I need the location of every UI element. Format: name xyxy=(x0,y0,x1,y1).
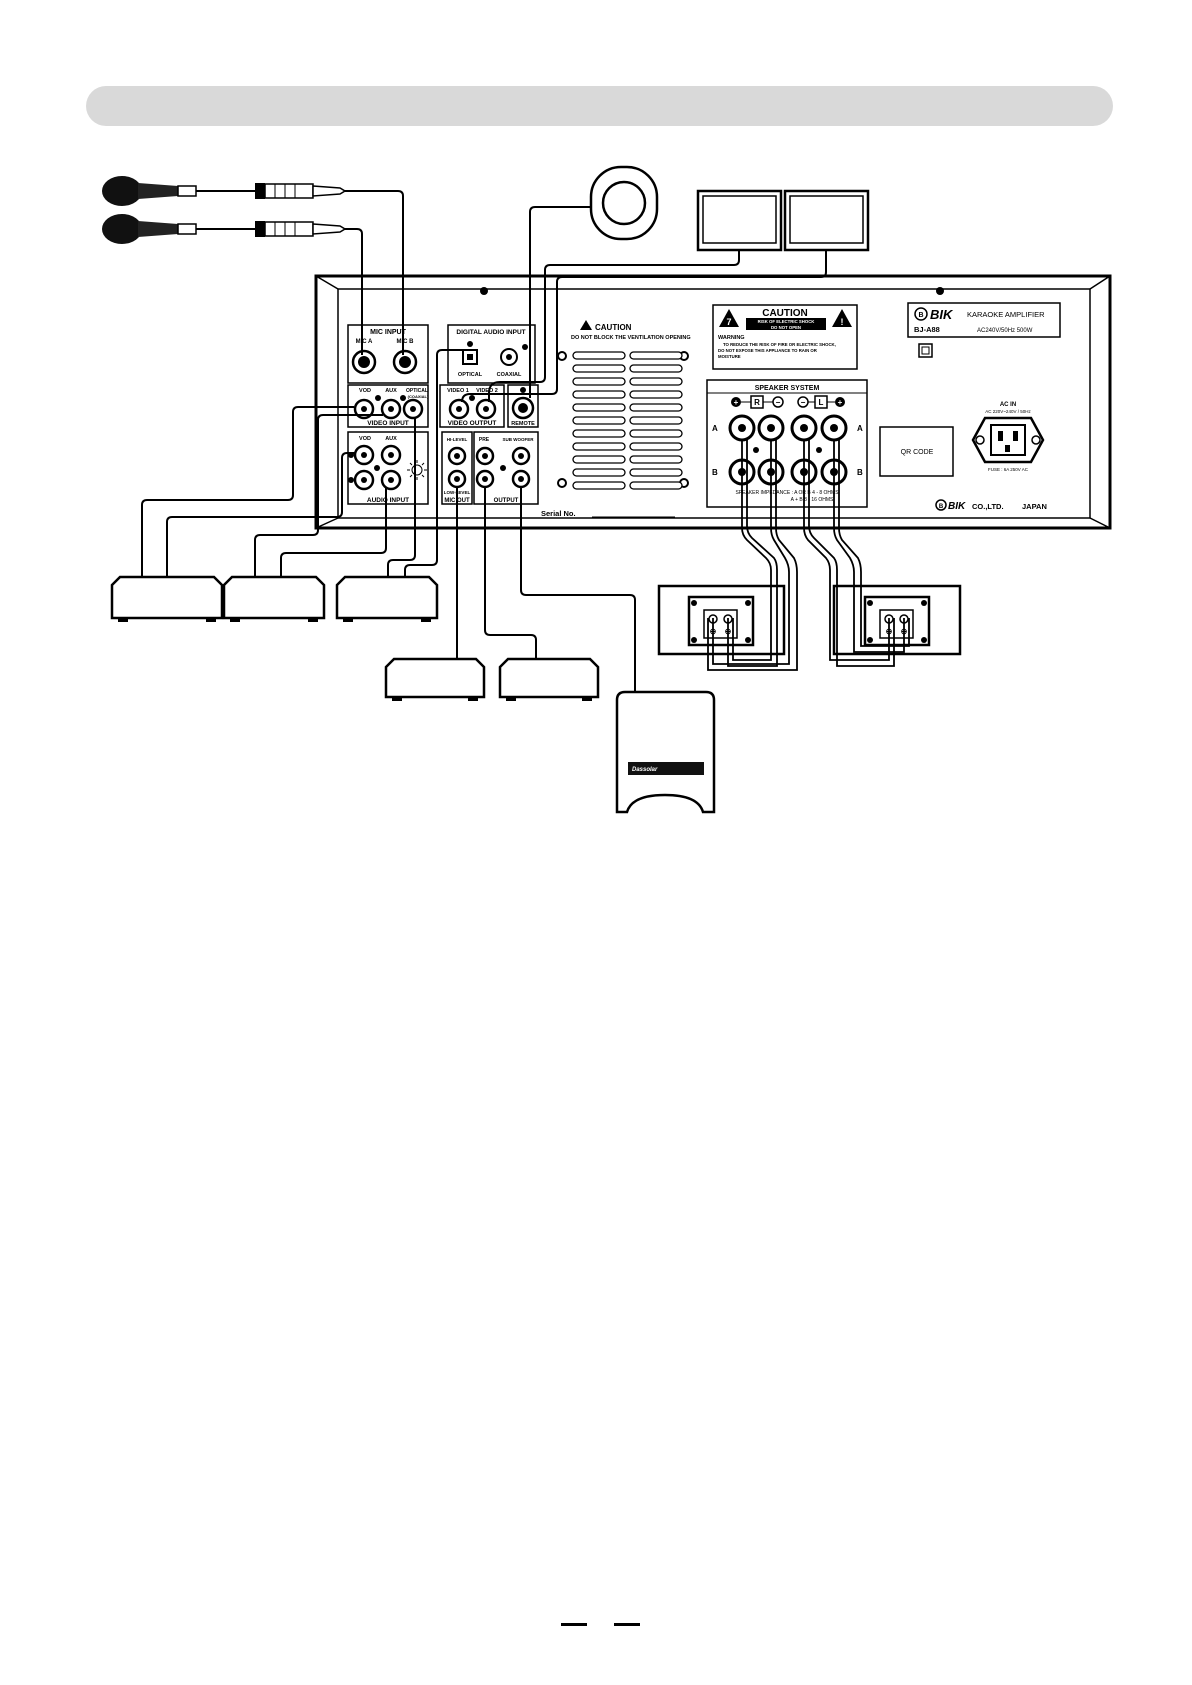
speaker-right-cabinet: ⊖ ⊕ xyxy=(832,584,962,656)
company-brand: BIK xyxy=(948,501,966,512)
qr-code-box xyxy=(879,426,954,477)
impedance-line2: A + B 8 - 16 OHMS xyxy=(791,497,834,503)
caution-label-line1: RISK OF ELECTRIC SHOCK xyxy=(758,319,816,324)
company-suffix: CO.,LTD. xyxy=(972,502,1004,511)
hi-level-label: HI-LEVEL xyxy=(447,437,468,442)
impedance-line1: SPEAKER IMPEDANCE : A OR B 4 - 8 OHMS xyxy=(735,490,839,496)
brand-logo-icon: B xyxy=(914,307,928,321)
svg-text:7: 7 xyxy=(726,317,731,327)
pre-label: PRE xyxy=(479,437,490,443)
mic-b-label: MIC B xyxy=(397,339,415,345)
monitor-1 xyxy=(696,189,783,252)
speaker-wires xyxy=(707,440,910,671)
warning-line2: DO NOT EXPOSE THIS APPLIANCE TO RAIN OR xyxy=(718,348,818,353)
sun-icon xyxy=(407,460,427,480)
svg-text:+: + xyxy=(734,398,739,407)
source-device-3 xyxy=(335,575,439,622)
ventilation-area: CAUTION DO NOT BLOCK THE VENTILATION OPE… xyxy=(541,320,691,518)
receiver-device-2 xyxy=(498,657,600,701)
speaker-system-section: SPEAKER SYSTEM + − − + R L A A B B xyxy=(706,379,868,508)
mic-input-section: MIC INPUT MIC A MIC B xyxy=(347,324,429,384)
warning-title: WARNING xyxy=(718,335,745,341)
video-optical-label: OPTICAL xyxy=(406,388,428,394)
product-name: KARAOKE AMPLIFIER xyxy=(967,310,1045,319)
company-country: JAPAN xyxy=(1022,502,1047,511)
video-coaxial-label: (COAXIAL) xyxy=(408,394,429,399)
digital-audio-input-section: DIGITAL AUDIO INPUT OPTICAL COAXIAL xyxy=(447,324,536,384)
warning-line1: TO REDUCE THE RISK OF FIRE OR ELECTRIC S… xyxy=(723,342,836,347)
coaxial-label: COAXIAL xyxy=(497,372,522,378)
row-a-left-label: A xyxy=(712,424,718,433)
audio-vod-label: VOD xyxy=(359,436,371,442)
receiver-device-1 xyxy=(384,657,486,701)
remote-label: REMOTE xyxy=(511,421,535,427)
caution-label-line2: DO NOT OPEN xyxy=(771,325,801,330)
video-2-label: VIDEO 2 xyxy=(476,388,498,394)
output-section: PRE SUB WOOFER OUTPUT xyxy=(473,431,539,505)
row-a-right-label: A xyxy=(857,424,863,433)
power-rating: AC240V/50Hz 500W xyxy=(977,328,1033,334)
mic-input-label: MIC INPUT xyxy=(370,329,407,336)
vent-caution-text: DO NOT BLOCK THE VENTILATION OPENING xyxy=(571,335,691,341)
audio-input-label: AUDIO INPUT xyxy=(367,497,409,504)
speaker-r-label: R xyxy=(754,398,760,407)
fuse-label: FUSE : 6A 250V AC xyxy=(988,467,1029,472)
caution-label-title: CAUTION xyxy=(762,308,808,319)
brand-name: BIK xyxy=(930,307,954,322)
video-aux-label: AUX xyxy=(385,388,397,394)
brand-model-label: B BIK KARAOKE AMPLIFIER BJ-A88 AC240V/50… xyxy=(907,302,1061,338)
cables xyxy=(141,190,827,692)
svg-text:!: ! xyxy=(841,317,844,327)
subwoofer-label: SUB WOOFER xyxy=(503,437,535,442)
video-input-label: VIDEO INPUT xyxy=(367,420,409,427)
ac-in-range: AC 220V~240V / 50Hz xyxy=(985,409,1031,414)
subwoofer-unit: Dassolar xyxy=(615,690,716,814)
svg-text:−: − xyxy=(776,398,781,407)
company-footer: B BIK CO.,LTD. JAPAN xyxy=(935,499,1047,512)
svg-text:B: B xyxy=(918,312,923,319)
output-label: OUTPUT xyxy=(494,498,519,504)
serial-no-label: Serial No. xyxy=(541,509,576,518)
page-number-mark-right xyxy=(614,1623,640,1626)
optical-label: OPTICAL xyxy=(458,372,483,378)
speaker-l-label: L xyxy=(819,398,824,407)
microphone-b xyxy=(102,214,347,244)
model-number: BJ-A88 xyxy=(914,325,940,334)
svg-text:B: B xyxy=(939,504,944,510)
microphone-a xyxy=(102,176,347,206)
svg-text:−: − xyxy=(801,398,806,407)
vent-caution-title: CAUTION xyxy=(595,323,632,332)
ac-in-label: AC IN xyxy=(1000,402,1016,408)
row-b-left-label: B xyxy=(712,468,718,477)
audio-aux-label: AUX xyxy=(385,436,397,442)
video-input-section: VOD AUX OPTICAL (COAXIAL) VIDEO INPUT xyxy=(347,384,429,428)
monitor-2 xyxy=(783,189,870,252)
video-output-label: VIDEO OUTPUT xyxy=(448,420,497,427)
speaker-system-label: SPEAKER SYSTEM xyxy=(755,385,820,392)
video-output-section: VIDEO 1 VIDEO 2 VIDEO OUTPUT xyxy=(439,384,505,428)
warning-line3: MOISTURE xyxy=(718,354,741,359)
digital-audio-input-label: DIGITAL AUDIO INPUT xyxy=(456,329,525,336)
qr-code-label: QR CODE xyxy=(901,449,934,456)
mic-a-label: MIC A xyxy=(356,339,373,345)
video-1-label: VIDEO 1 xyxy=(447,388,469,394)
subwoofer-badge: Dassolar xyxy=(632,767,658,773)
remote-sensor xyxy=(589,165,659,241)
video-vod-label: VOD xyxy=(359,388,371,394)
speaker-left-cabinet: ⊖ ⊕ xyxy=(657,584,786,656)
caution-warning-label: 7 ! CAUTION RISK OF ELECTRIC SHOCK DO NO… xyxy=(712,304,858,370)
header-bar xyxy=(86,86,1113,126)
plus-minus-icons: + − − + xyxy=(731,396,845,408)
ac-in-socket: AC IN AC 220V~240V / 50Hz FUSE : 6A 250V… xyxy=(971,402,1045,472)
source-device-2 xyxy=(222,575,326,622)
row-b-right-label: B xyxy=(857,468,863,477)
svg-text:+: + xyxy=(838,398,843,407)
source-device-1 xyxy=(110,575,224,622)
remote-section: REMOTE xyxy=(507,384,539,428)
page-number-mark-left xyxy=(561,1623,587,1626)
